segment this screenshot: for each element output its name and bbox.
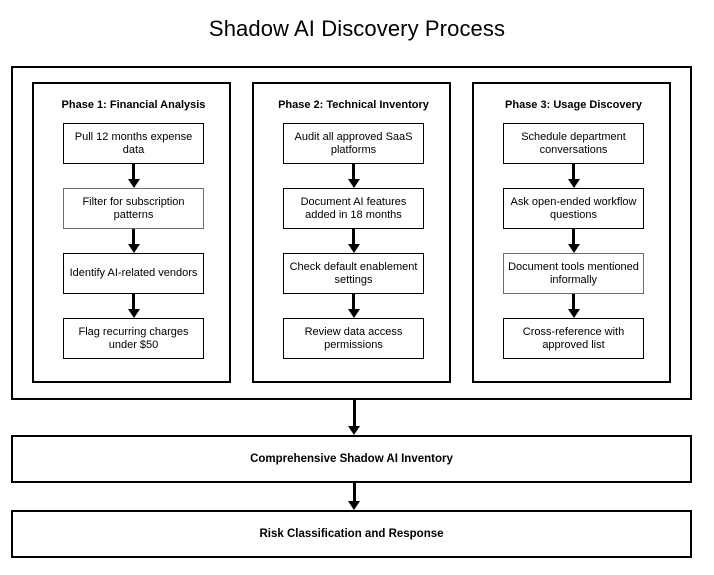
step-wrapper: Identify AI-related vendors xyxy=(34,253,233,294)
phase-1-heading: Phase 1: Financial Analysis xyxy=(61,99,206,111)
step-wrapper: Pull 12 months expense data xyxy=(34,123,233,164)
step-wrapper: Check default enablement settings xyxy=(254,253,453,294)
step-label: Audit all approved SaaS platforms xyxy=(294,130,413,156)
step-box-p1-s2[interactable]: Filter for subscription patterns xyxy=(63,188,204,229)
arrow-shaft xyxy=(352,229,355,245)
step-label: Flag recurring charges under $50 xyxy=(78,325,189,351)
arrow-shaft xyxy=(352,483,356,501)
phase-2-step-list: Audit all approved SaaS platforms Docume… xyxy=(254,123,453,359)
arrow-shaft xyxy=(132,229,135,245)
step-box-p1-s1[interactable]: Pull 12 months expense data xyxy=(63,123,204,164)
arrow-shaft xyxy=(572,229,575,245)
step-box-p3-s2[interactable]: Ask open-ended workflow questions xyxy=(503,188,644,229)
arrow-down-icon xyxy=(127,164,141,188)
arrow-head xyxy=(348,501,360,510)
arrow-down-icon xyxy=(127,294,141,318)
step-wrapper: Cross-reference with approved list xyxy=(474,318,673,359)
step-box-p1-s3[interactable]: Identify AI-related vendors xyxy=(63,253,204,294)
page-title: Shadow AI Discovery Process xyxy=(208,16,506,41)
step-box-p3-s4[interactable]: Cross-reference with approved list xyxy=(503,318,644,359)
arrow-head xyxy=(127,244,140,253)
arrow-shaft xyxy=(572,294,575,310)
step-wrapper: Ask open-ended workflow questions xyxy=(474,188,673,229)
arrow-head xyxy=(347,179,360,188)
arrow-shaft xyxy=(352,400,356,426)
step-box-p3-s3[interactable]: Document tools mentioned informally xyxy=(503,253,644,294)
step-wrapper: Filter for subscription patterns xyxy=(34,188,233,229)
arrow-shaft xyxy=(132,294,135,310)
arrow-down-icon-to-risk xyxy=(346,483,362,510)
arrow-shaft xyxy=(132,164,135,180)
step-wrapper: Document tools mentioned informally xyxy=(474,253,673,294)
arrow-head xyxy=(567,244,580,253)
step-label: Document tools mentioned informally xyxy=(508,260,639,286)
arrow-head xyxy=(348,426,360,435)
step-box-p3-s1[interactable]: Schedule department conversations xyxy=(503,123,644,164)
summary-label: Risk Classification and Response xyxy=(259,528,444,540)
arrow-shaft xyxy=(352,294,355,310)
phase-column-2: Phase 2: Technical Inventory Audit all a… xyxy=(252,82,451,383)
step-label: Document AI features added in 18 months xyxy=(300,195,407,221)
step-box-p2-s4[interactable]: Review data access permissions xyxy=(283,318,424,359)
step-wrapper: Audit all approved SaaS platforms xyxy=(254,123,453,164)
step-label: Ask open-ended workflow questions xyxy=(510,195,637,221)
step-label: Schedule department conversations xyxy=(521,130,626,156)
arrow-down-icon-to-inventory xyxy=(346,400,362,435)
step-wrapper: Review data access permissions xyxy=(254,318,453,359)
arrow-down-icon xyxy=(567,164,581,188)
arrow-down-icon xyxy=(347,294,361,318)
step-label: Review data access permissions xyxy=(304,325,403,351)
step-box-p2-s2[interactable]: Document AI features added in 18 months xyxy=(283,188,424,229)
step-label: Filter for subscription patterns xyxy=(82,195,185,221)
phase-column-3: Phase 3: Usage Discovery Schedule depart… xyxy=(472,82,671,383)
step-box-p1-s4[interactable]: Flag recurring charges under $50 xyxy=(63,318,204,359)
phases-container: Phase 1: Financial Analysis Pull 12 mont… xyxy=(11,66,692,400)
arrow-head xyxy=(127,179,140,188)
phase-2-heading: Phase 2: Technical Inventory xyxy=(278,99,429,111)
step-label: Pull 12 months expense data xyxy=(74,130,193,156)
phase-3-heading: Phase 3: Usage Discovery xyxy=(505,99,642,111)
arrow-down-icon xyxy=(567,294,581,318)
phase-1-step-list: Pull 12 months expense data Filter for s… xyxy=(34,123,233,359)
step-box-p2-s3[interactable]: Check default enablement settings xyxy=(283,253,424,294)
step-label: Check default enablement settings xyxy=(289,260,418,286)
arrow-head xyxy=(127,309,140,318)
step-box-p2-s1[interactable]: Audit all approved SaaS platforms xyxy=(283,123,424,164)
step-label: Cross-reference with approved list xyxy=(522,325,625,351)
arrow-down-icon xyxy=(127,229,141,253)
arrow-down-icon xyxy=(347,164,361,188)
phase-3-step-list: Schedule department conversations Ask op… xyxy=(474,123,673,359)
step-wrapper: Schedule department conversations xyxy=(474,123,673,164)
arrow-shaft xyxy=(352,164,355,180)
arrow-down-icon xyxy=(567,229,581,253)
arrow-down-icon xyxy=(347,229,361,253)
arrow-shaft xyxy=(572,164,575,180)
phase-column-1: Phase 1: Financial Analysis Pull 12 mont… xyxy=(32,82,231,383)
step-label: Identify AI-related vendors xyxy=(69,267,198,279)
summary-label: Comprehensive Shadow AI Inventory xyxy=(250,453,453,465)
summary-box-risk[interactable]: Risk Classification and Response xyxy=(11,510,692,558)
arrow-head xyxy=(347,309,360,318)
step-wrapper: Document AI features added in 18 months xyxy=(254,188,453,229)
arrow-head xyxy=(567,179,580,188)
arrow-head xyxy=(347,244,360,253)
summary-box-inventory[interactable]: Comprehensive Shadow AI Inventory xyxy=(11,435,692,483)
step-wrapper: Flag recurring charges under $50 xyxy=(34,318,233,359)
arrow-head xyxy=(567,309,580,318)
